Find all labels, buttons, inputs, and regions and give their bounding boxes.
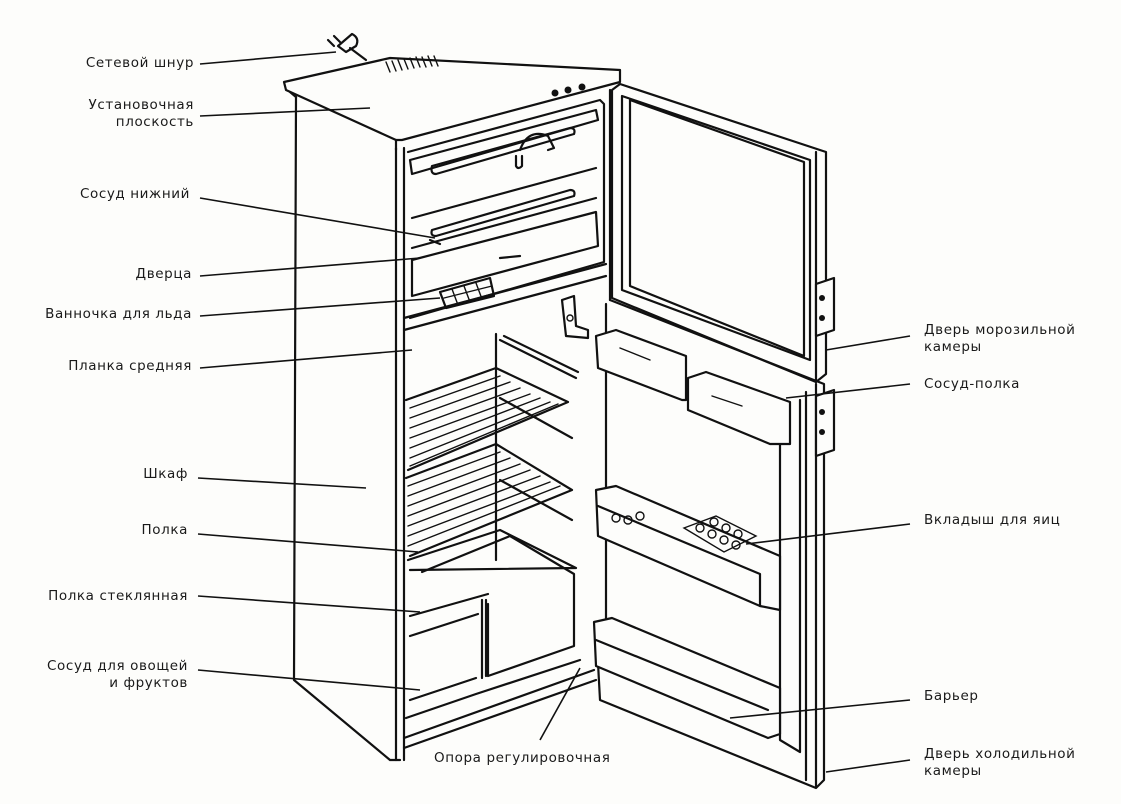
drip-handle [518, 132, 556, 152]
freezer-flap-door [410, 210, 600, 298]
vent-grille [385, 55, 439, 73]
control-knob-3 [578, 83, 586, 91]
leader-egg-insert [745, 523, 911, 545]
wire-shelf-upper [404, 366, 570, 472]
label-lower-vessel: Сосуд нижний [79, 186, 190, 202]
evaporator-rail-mid [430, 188, 576, 238]
leader-adjustable-support [539, 667, 581, 741]
top-surface [282, 56, 622, 142]
label-small-door: Дверца [135, 266, 192, 282]
leader-lines [197, 51, 911, 773]
cabinet-body [282, 55, 622, 762]
label-barrier: Барьер [924, 688, 979, 704]
fridge-door-hinge [814, 388, 836, 458]
leader-mounting-surface [199, 107, 371, 117]
label-ice-tray: Ванночка для льда [45, 306, 192, 322]
egg-shelf [594, 484, 782, 612]
label-vegetable-container: Сосуд для овощей и фруктов [47, 658, 188, 691]
control-knob-2 [564, 86, 572, 94]
leader-cabinet [197, 477, 367, 489]
leader-barrier [729, 699, 911, 719]
wire-shelf-lower [404, 442, 574, 558]
label-mounting-surface: Установочная плоскость [88, 97, 194, 130]
fridge-door-drawing [592, 298, 836, 790]
leader-freezer-door [825, 335, 911, 351]
leader-shelf-vessel [785, 383, 911, 399]
evaporator-rail-top [430, 126, 576, 176]
ice-tray-drawing [438, 276, 496, 310]
leader-glass-shelf [197, 595, 421, 613]
label-glass-shelf: Полка стеклянная [48, 588, 188, 604]
front-left-edge [394, 146, 406, 762]
fridge-compartment [402, 332, 598, 750]
egg-insert-drawing [611, 511, 758, 553]
label-egg-insert: Вкладыш для яиц [924, 512, 1061, 528]
control-knob-1 [551, 89, 559, 97]
side-panel [292, 95, 402, 762]
leader-middle-bar [199, 349, 413, 369]
label-shelf: Полка [141, 522, 188, 538]
power-plug-icon [326, 32, 368, 62]
hinge-bracket [560, 294, 590, 340]
middle-bar-drawing [402, 262, 608, 332]
label-cabinet: Шкаф [143, 466, 188, 482]
label-freezer-door: Дверь морозильной камеры [924, 322, 1076, 355]
leader-vegetable-container [197, 669, 421, 691]
label-middle-bar: Планка средняя [68, 358, 192, 374]
leader-power-cord [199, 51, 337, 65]
vegetable-boxes [404, 534, 582, 720]
label-power-cord: Сетевой шнур [85, 55, 194, 71]
leader-fridge-door [825, 759, 911, 773]
leader-shelf [197, 533, 419, 553]
leader-small-door [199, 257, 421, 277]
glass-shelf-drawing [406, 528, 578, 572]
leader-ice-tray [199, 297, 441, 317]
door-shelf-vessels [594, 328, 792, 446]
label-adjustable-support: Опора регулировочная [434, 750, 611, 766]
label-fridge-door: Дверь холодильной камеры [924, 746, 1076, 779]
leader-lower-vessel [199, 197, 436, 239]
freezer-compartment [402, 98, 608, 340]
label-shelf-vessel: Сосуд-полка [924, 376, 1021, 392]
freezer-door-drawing [610, 82, 836, 384]
freezer-door-hinge [814, 276, 836, 338]
